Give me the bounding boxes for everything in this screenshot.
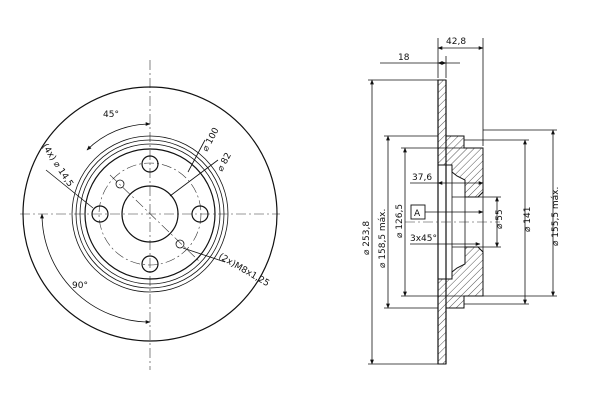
bolt-circle-label: ⌀ 100 xyxy=(201,126,222,153)
front-view: 45° 90° ⌀ 100 ⌀ 82 (4x) ⌀ 14,5 (2x)M8x1,… xyxy=(20,60,280,370)
dim-55-label: ⌀ 55 xyxy=(495,209,505,229)
threads-label: (2x)M8x1,25 xyxy=(217,252,271,289)
threaded-hole-1 xyxy=(115,179,125,189)
disc-section-upper xyxy=(437,79,484,198)
dim-141-label: ⌀ 141 xyxy=(523,207,533,232)
front-center-line-diagonal xyxy=(109,174,201,263)
dim-155-label: ⌀ 155,5 máx. xyxy=(551,187,561,246)
chamfer-label: 3x45° xyxy=(410,234,437,244)
offset-label: 18 xyxy=(398,53,410,63)
thickness-label: 42,8 xyxy=(446,37,466,47)
dim-37-label: 37,6 xyxy=(412,173,432,183)
angle-90-label: 90° xyxy=(72,281,88,291)
leader-holes xyxy=(45,169,94,209)
bolt-hole-top xyxy=(141,155,159,173)
angle-arc-90 xyxy=(40,213,151,324)
disc-outer-edge xyxy=(22,86,278,342)
threaded-hole-2 xyxy=(175,239,185,249)
disc-section-lower xyxy=(437,246,484,365)
angle-arc-45 xyxy=(86,122,151,151)
leader-bolt-circle xyxy=(187,139,206,173)
angle-45-label: 45° xyxy=(103,110,119,120)
section-view: 42,8 18 ⌀ 253,8 ⌀ 158,5 máx. ⌀ 126,5 37,… xyxy=(362,37,561,365)
outer-diameter-label: ⌀ 253,8 xyxy=(362,221,372,255)
center-bore-label: ⌀ 82 xyxy=(216,151,234,173)
dim-158-label: ⌀ 158,5 máx. xyxy=(378,209,388,268)
holes-label: (4x) ⌀ 14,5 xyxy=(39,142,74,189)
dim-126-label: ⌀ 126,5 xyxy=(395,204,405,238)
datum-label: A xyxy=(414,209,421,219)
bolt-hole-right xyxy=(191,205,209,223)
leader-center-bore xyxy=(169,159,219,197)
leader-threads xyxy=(182,247,226,263)
